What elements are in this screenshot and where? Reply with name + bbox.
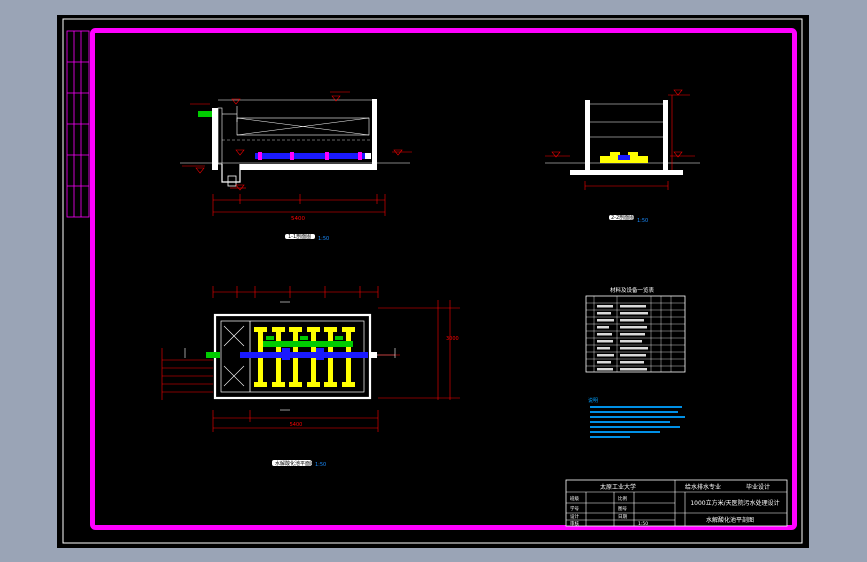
section-2-2-view: 2-2剖面图 1:50 xyxy=(545,89,700,224)
tank2-markers xyxy=(545,89,695,170)
dimension-lines-2 xyxy=(584,181,669,190)
tank2-floor xyxy=(570,170,683,175)
plan-outlet-pipe xyxy=(370,352,377,358)
plan-label: 水解酸化池平面图 xyxy=(275,460,315,467)
tb-row-label-2: 学号 xyxy=(570,505,579,512)
tank2-wall-right xyxy=(663,100,668,170)
plan-bottom-dimensions xyxy=(212,410,379,432)
plan-inlet-pipe xyxy=(206,352,220,358)
title-block: 太原工业大学 给水排水专业 毕业设计 1000立方米/天医院污水处理设计 水解酸… xyxy=(565,479,788,527)
tb-drawing-title: 水解酸化池平剖图 xyxy=(706,516,754,524)
tb-major: 给水排水专业 xyxy=(685,483,721,491)
plan-right-dimension: 3000 xyxy=(446,336,459,342)
plan-main-pipe xyxy=(240,352,368,358)
tank-wall-left xyxy=(212,108,218,170)
section1-label: 1-1剖面图 xyxy=(288,233,311,240)
plan-view: 3000 5400 水解酸化池平面图 1:50 xyxy=(161,286,460,468)
inlet-chamber xyxy=(223,325,245,387)
tb-col-label-1: 比例 xyxy=(618,495,627,502)
tb-row-label-1: 班级 xyxy=(570,495,579,502)
table-title: 材料及设备一览表 xyxy=(610,286,655,294)
design-notes: 说明 xyxy=(588,397,685,438)
drawing-sheet xyxy=(57,15,809,548)
section1-overall-dimension: 5400 xyxy=(291,216,305,222)
tb-col-label-2: 图号 xyxy=(618,506,627,512)
tb-design-type: 毕业设计 xyxy=(746,483,770,491)
tb-row-label-4: 审核 xyxy=(570,520,579,527)
inlet-pipe xyxy=(198,111,212,117)
tb-row-label-3: 设计 xyxy=(570,513,579,520)
section1-scale: 1:50 xyxy=(318,236,329,242)
section-1-1-view: 5400 1-1剖面图 1:50 xyxy=(180,91,412,242)
tank2-wall-left xyxy=(585,100,590,170)
section2-label: 2-2剖面图 xyxy=(611,214,634,221)
binding-strip xyxy=(66,30,90,218)
section1-label-bar xyxy=(285,234,315,239)
tb-project-title: 1000立方米/天医院污水处理设计 xyxy=(690,499,779,507)
tank-floor xyxy=(240,164,377,170)
plan-bottom-dimension: 5400 xyxy=(290,422,303,428)
distribution-pipe xyxy=(255,153,365,159)
drawing-border xyxy=(90,28,797,530)
tb-col-label-3: 日期 xyxy=(618,514,627,520)
equipment-table: 材料及设备一览表 xyxy=(585,286,686,373)
notes-heading: 说明 xyxy=(588,397,598,404)
tb-university: 太原工业大学 xyxy=(600,483,636,491)
section2-label-bar xyxy=(609,215,634,220)
filler-module xyxy=(236,117,370,136)
plan-label-bar xyxy=(272,460,312,466)
dimension-lines-1 xyxy=(212,194,386,216)
plan-left-dimensions xyxy=(161,348,213,400)
tank-wall-right xyxy=(372,99,377,170)
plan-top-dimensions xyxy=(212,286,379,298)
plan-scale: 1:50 xyxy=(315,462,326,468)
green-header xyxy=(263,336,353,347)
plan-right-dimensions xyxy=(378,300,460,400)
tb-scale: 1:50 xyxy=(638,521,648,527)
section2-scale: 1:50 xyxy=(637,218,648,224)
elevation-markers xyxy=(182,91,412,191)
table-text-glyphs xyxy=(597,305,648,371)
sludge-sump xyxy=(221,164,241,183)
section-cut-markers xyxy=(184,301,396,411)
outer-frame xyxy=(62,18,803,544)
